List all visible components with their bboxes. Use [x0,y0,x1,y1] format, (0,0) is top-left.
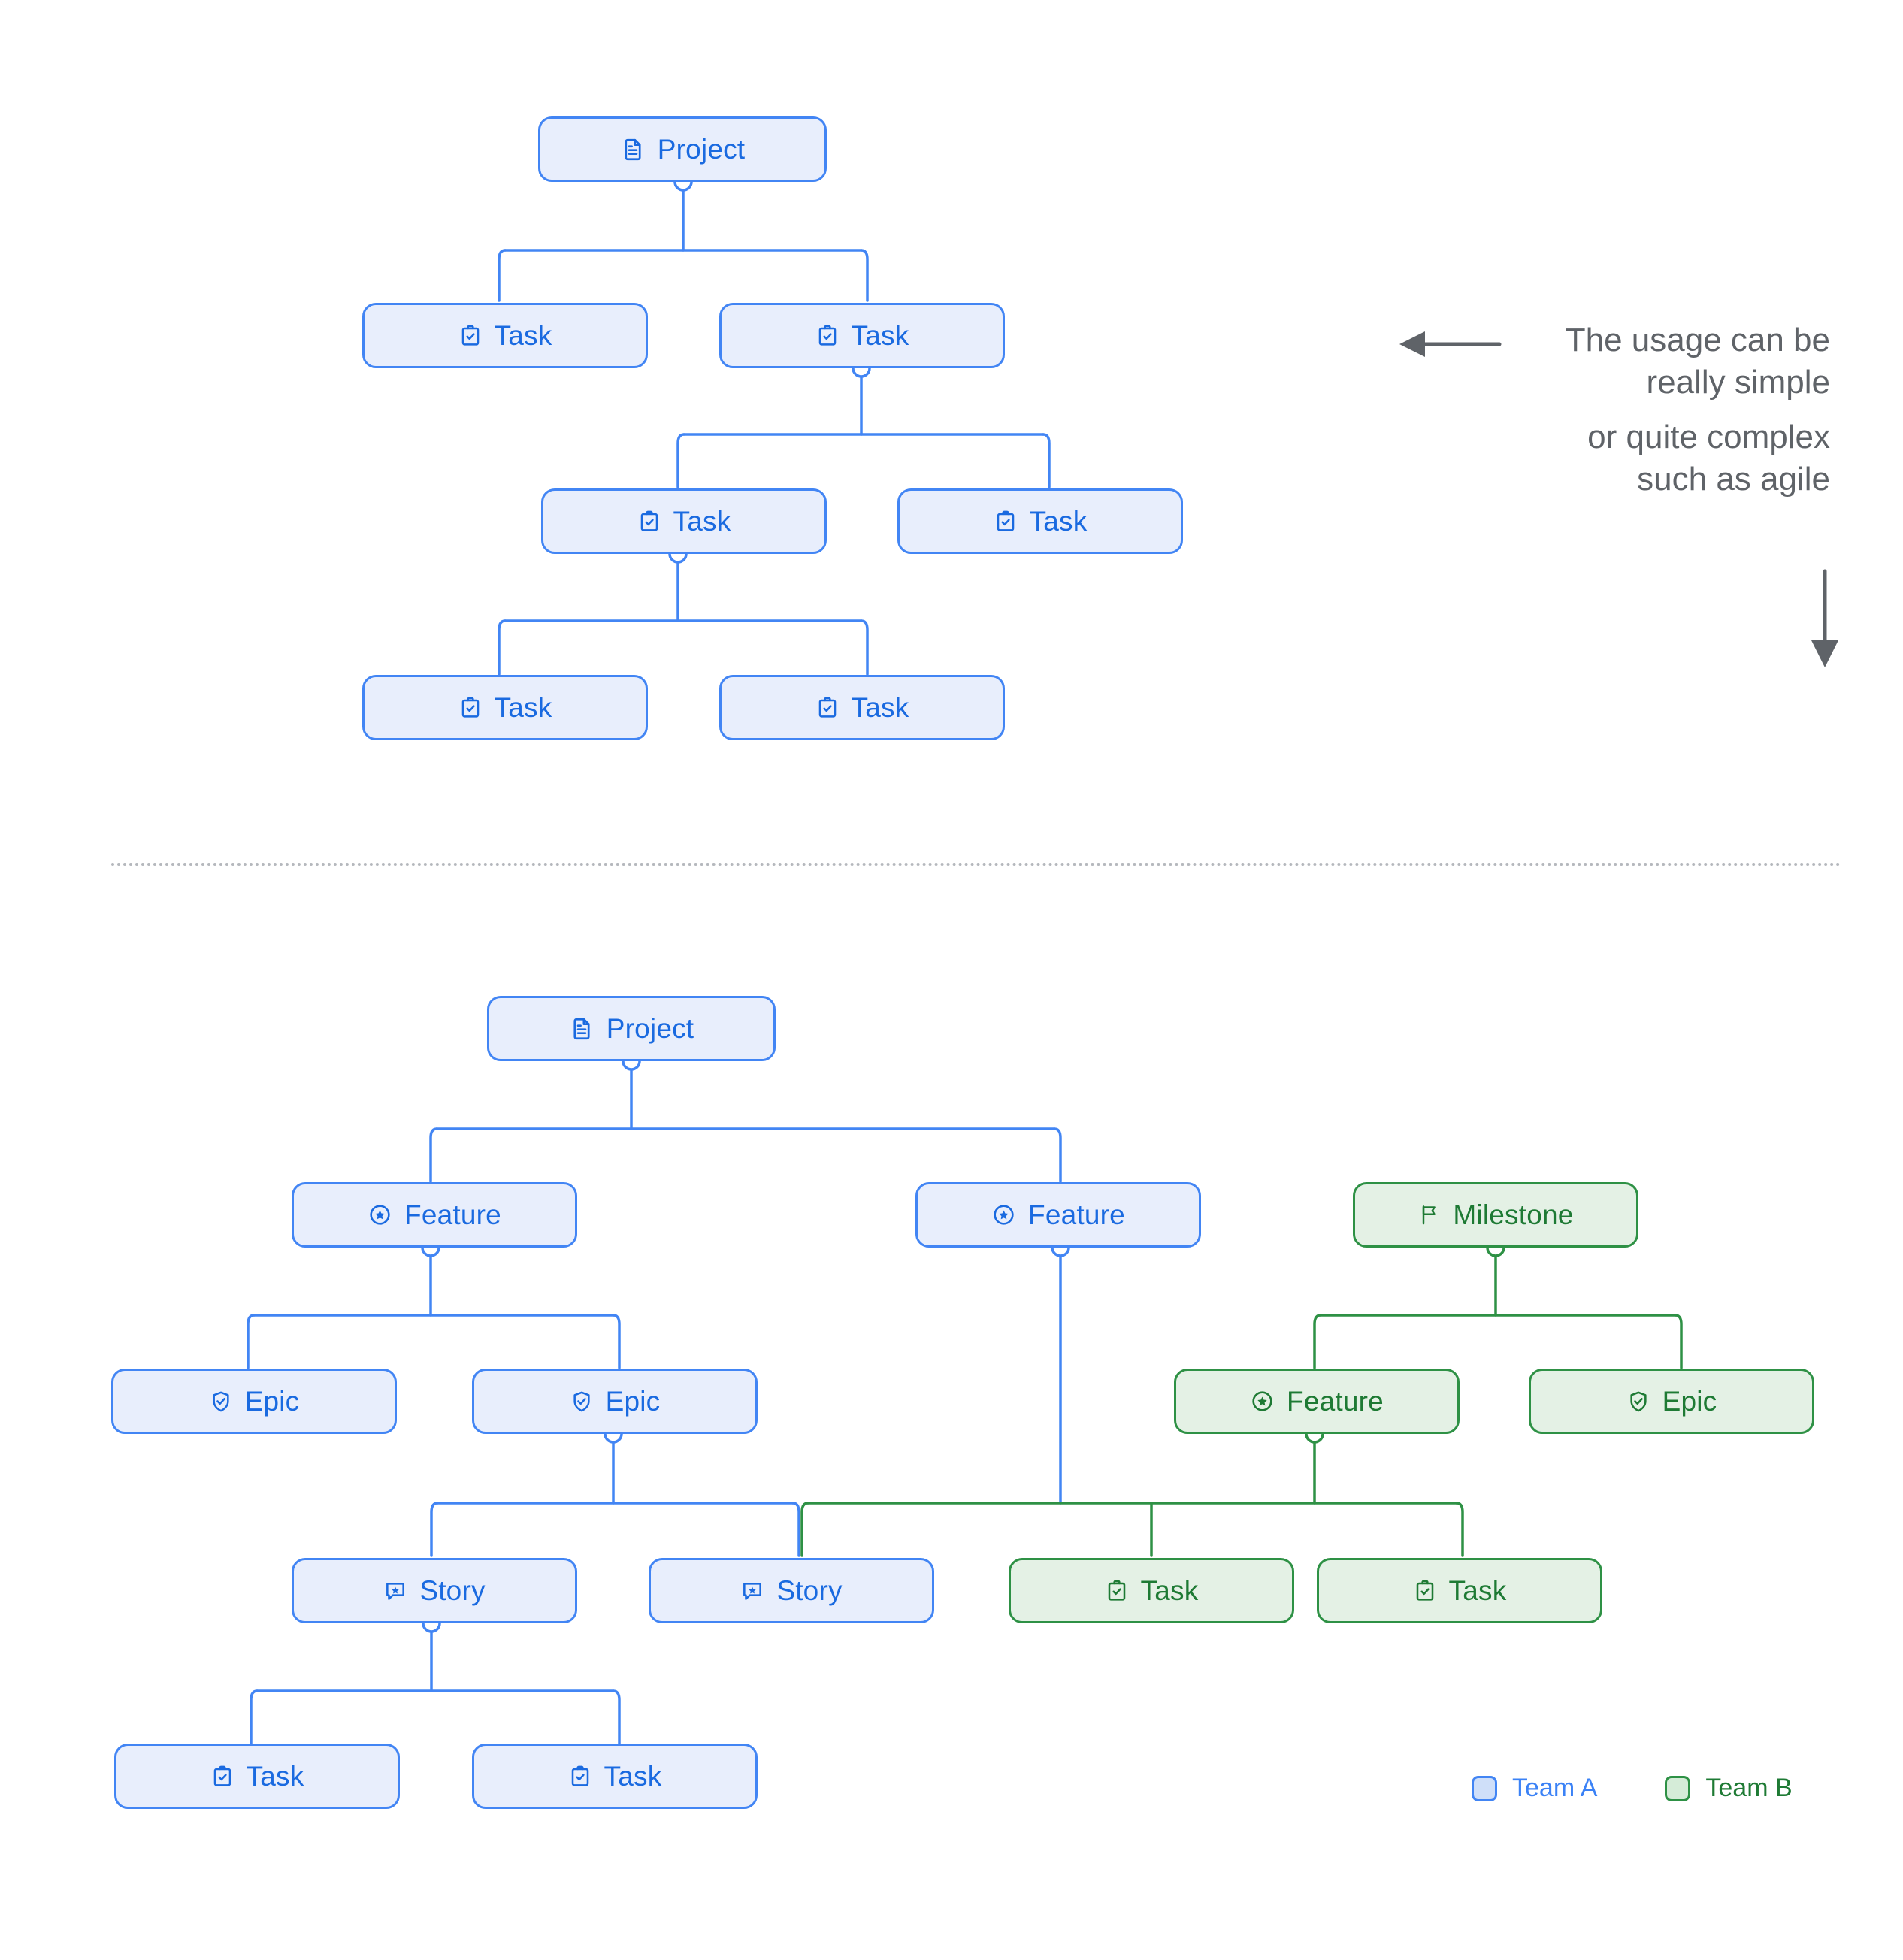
shield-check-icon [209,1390,233,1414]
clipboard-check-icon [458,696,483,720]
clipboard-check-icon [815,696,840,720]
node-label: Task [494,320,552,351]
node-story-c1[interactable]: Story [292,1558,577,1623]
node-feature-c1[interactable]: Feature [292,1182,577,1248]
node-label: Feature [1028,1199,1125,1230]
clipboard-check-icon [1413,1579,1437,1603]
section-divider [111,863,1841,866]
clipboard-check-icon [637,510,661,534]
node-task-s5[interactable]: Task [362,675,648,740]
node-label: Task [1029,506,1088,537]
clipboard-check-icon [210,1765,234,1789]
node-task-c1[interactable]: Task [1009,1558,1294,1623]
legend-label-team-b: Team B [1705,1774,1793,1802]
flag-icon [1417,1203,1441,1227]
clipboard-check-icon [458,324,483,348]
node-task-c2[interactable]: Task [1317,1558,1602,1623]
node-label: Epic [244,1386,300,1417]
legend-item-team-a[interactable]: Team A [1472,1774,1597,1803]
node-project-complex[interactable]: Project [487,996,776,1061]
node-label: Epic [1662,1386,1717,1417]
star-circle-icon [991,1202,1016,1227]
star-circle-icon [368,1202,392,1227]
annotation-line-1: The usage can be [1565,322,1830,358]
node-task-s1[interactable]: Task [362,303,648,368]
node-label: Task [494,692,552,723]
node-epic-c2[interactable]: Epic [472,1369,758,1434]
node-task-s6[interactable]: Task [719,675,1005,740]
node-label: Story [419,1575,486,1606]
node-task-s2[interactable]: Task [719,303,1005,368]
clipboard-check-icon [1105,1579,1129,1603]
node-label: Story [776,1575,843,1606]
clipboard-check-icon [994,510,1018,534]
node-label: Task [1448,1575,1507,1606]
node-milestone[interactable]: Milestone [1353,1182,1638,1248]
legend-item-team-b[interactable]: Team B [1665,1774,1793,1803]
simple-tree-connectors [498,172,1051,676]
clipboard-check-icon [815,324,840,348]
node-label: Task [673,506,731,537]
annotation-line-4: such as agile [1637,460,1830,498]
shield-check-icon [1626,1390,1650,1414]
shield-check-icon [570,1390,594,1414]
node-feature-c2[interactable]: Feature [915,1182,1201,1248]
annotation-text: The usage can be really simple or quite … [1405,319,1830,501]
node-label: Task [851,692,909,723]
node-task-c3[interactable]: Task [114,1744,400,1809]
node-task-s4[interactable]: Task [897,488,1183,554]
node-label: Task [246,1761,304,1792]
comment-star-icon [383,1579,407,1603]
legend-swatch-team-b [1665,1775,1691,1801]
node-task-c4[interactable]: Task [472,1744,758,1809]
document-icon [620,137,646,162]
node-epic-c1[interactable]: Epic [111,1369,397,1434]
node-label: Feature [404,1199,501,1230]
legend-label-team-a: Team A [1512,1774,1598,1802]
node-label: Task [851,320,909,351]
node-label: Task [604,1761,662,1792]
node-epic-c3[interactable]: Epic [1529,1369,1814,1434]
node-label: Task [1140,1575,1199,1606]
node-label: Project [657,134,746,165]
node-label: Project [606,1013,694,1044]
node-label: Milestone [1453,1199,1574,1230]
clipboard-check-icon [568,1765,592,1789]
star-circle-icon [1250,1389,1275,1414]
annotation-line-2: really simple [1646,364,1830,401]
document-icon [569,1016,594,1042]
node-label: Epic [605,1386,661,1417]
legend-swatch-team-a [1472,1775,1497,1801]
annotation-line-3: or quite complex [1587,418,1830,455]
node-task-s3[interactable]: Task [541,488,827,554]
comment-star-icon [740,1579,764,1603]
node-project-simple[interactable]: Project [538,116,827,182]
node-feature-c3[interactable]: Feature [1174,1369,1460,1434]
legend: Team A Team B [1472,1774,1793,1803]
node-label: Feature [1287,1386,1384,1417]
node-story-c2[interactable]: Story [649,1558,934,1623]
